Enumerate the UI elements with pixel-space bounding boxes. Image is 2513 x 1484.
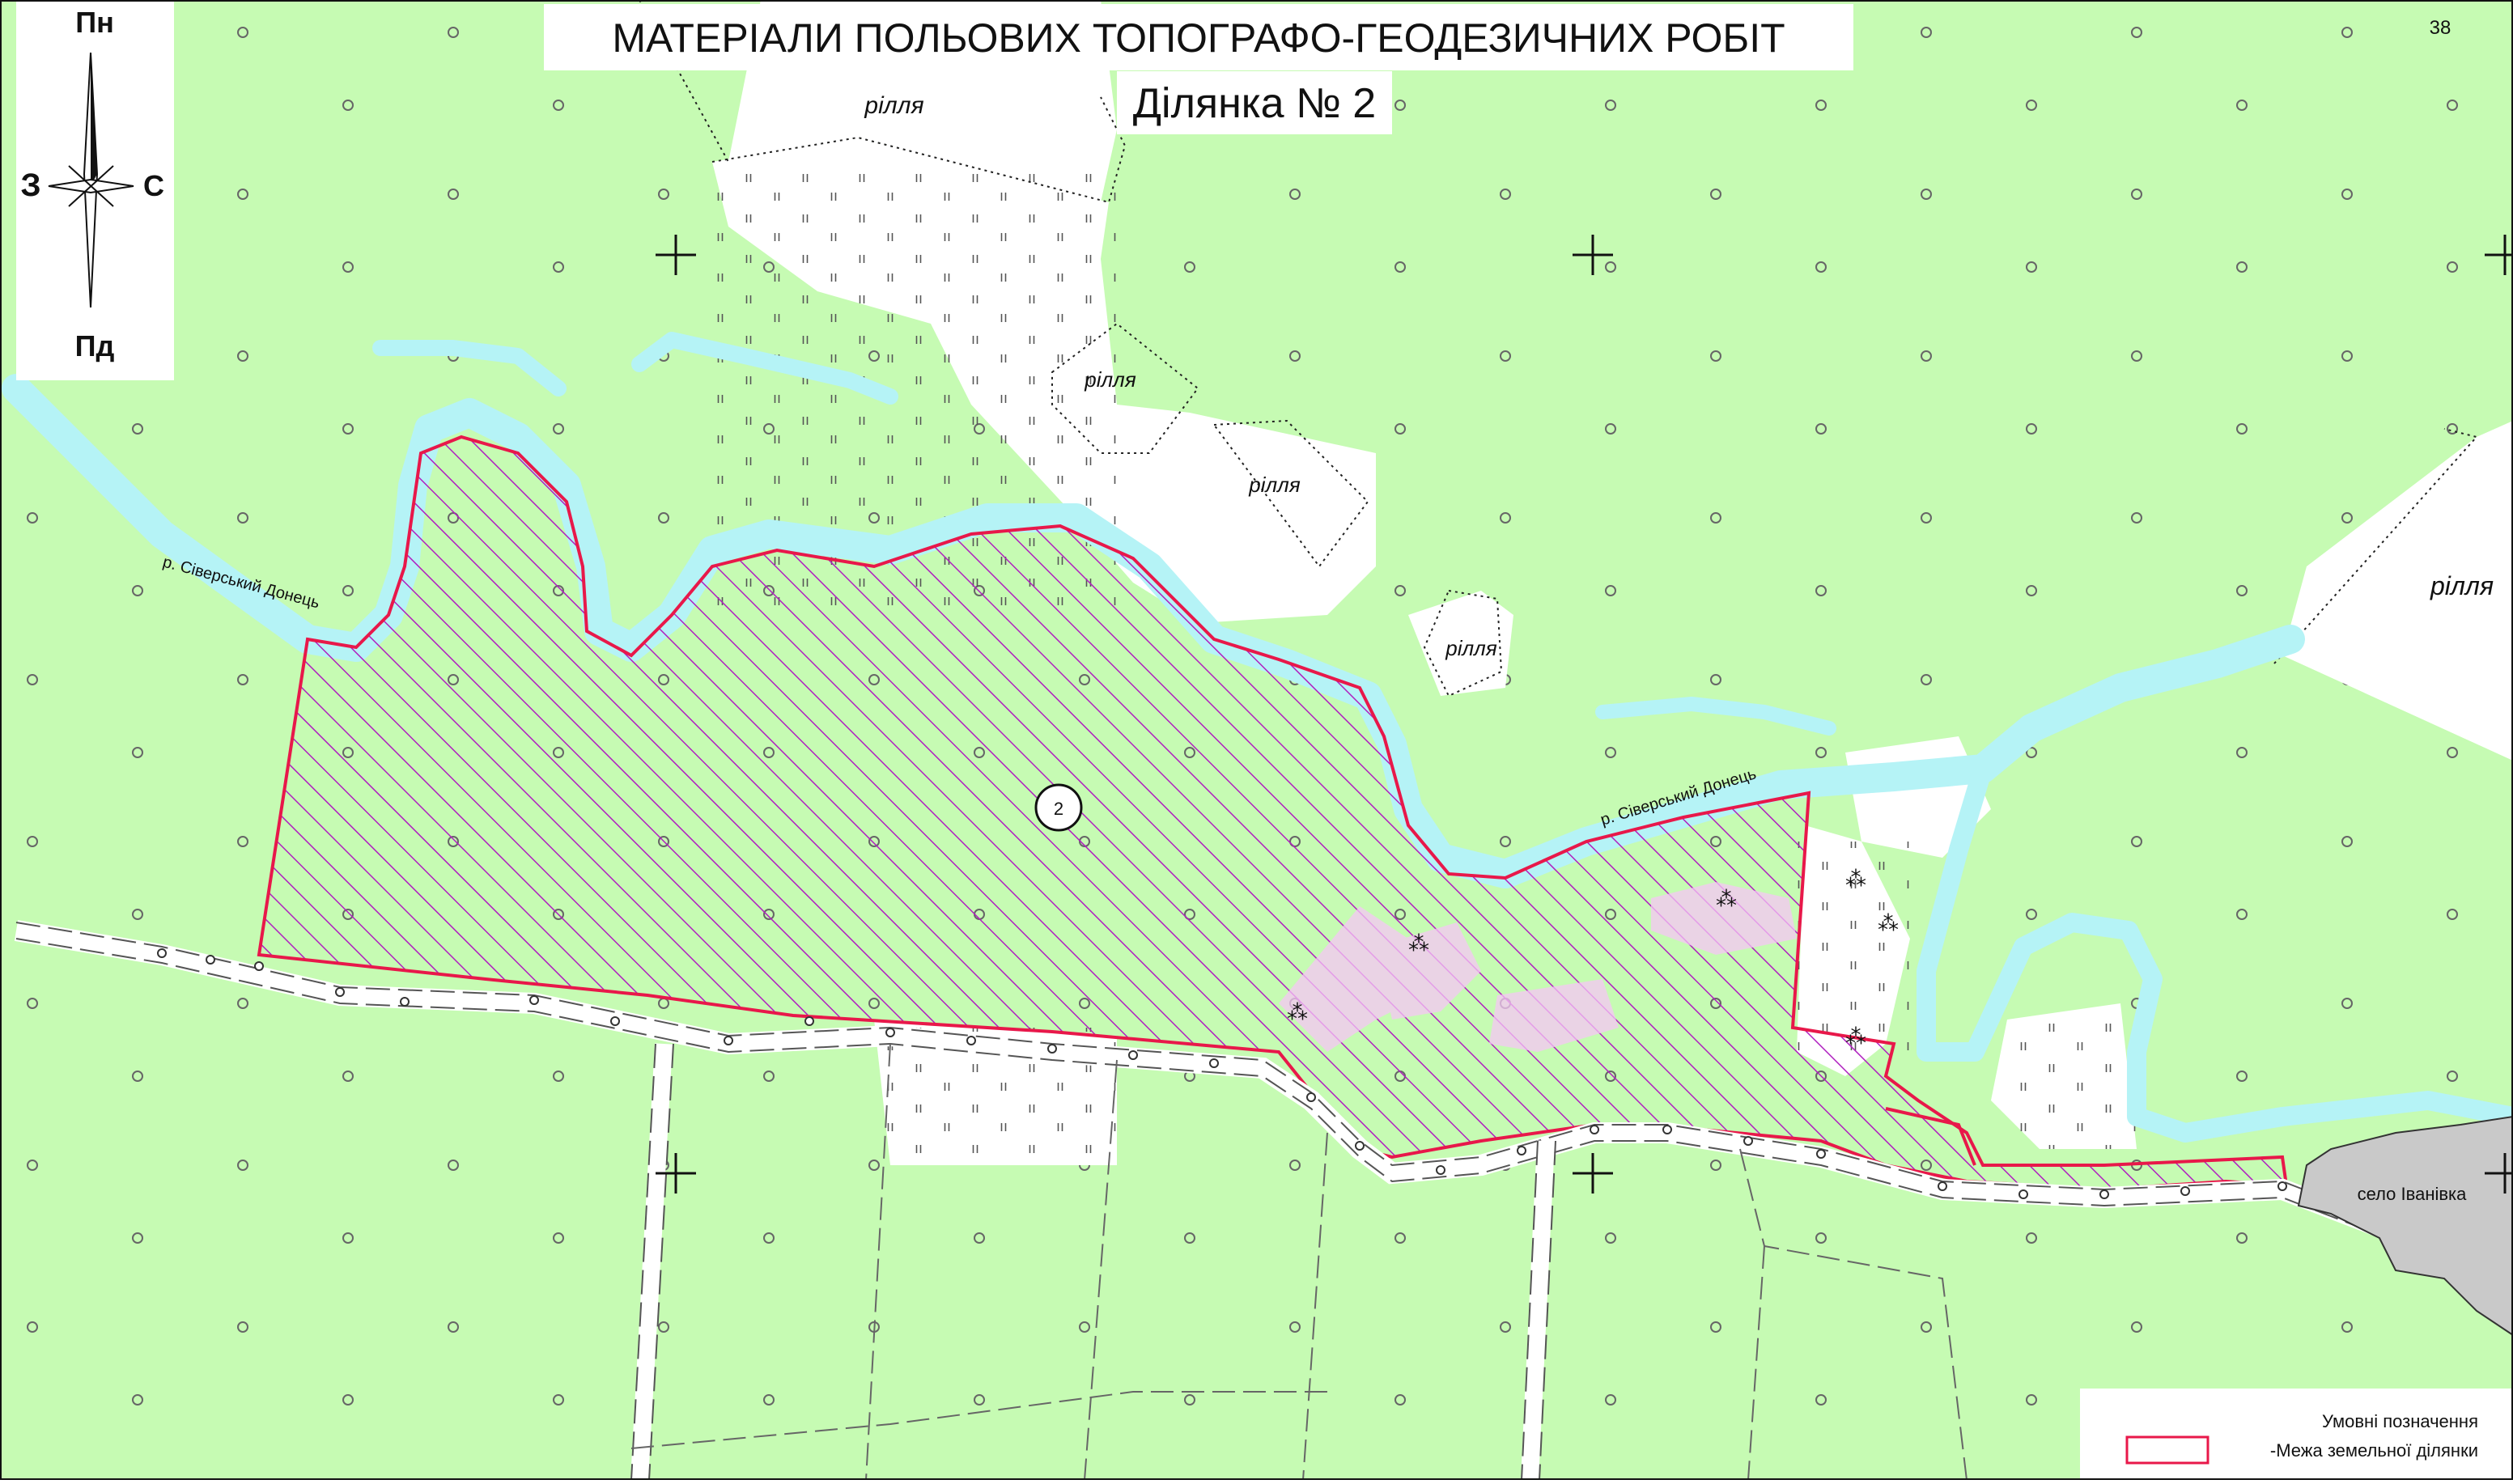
wetland-patches <box>1279 882 1797 1052</box>
compass-west: З <box>20 167 40 203</box>
survey-points <box>157 948 2287 1199</box>
land-parcel-boundary <box>257 435 2289 1192</box>
arable-ticks-c <box>1797 842 1910 1052</box>
svg-text:⁂: ⁂ <box>1845 1024 1866 1049</box>
arable-field-outlines <box>639 0 2478 697</box>
label-arable-4: рілля <box>1445 636 1497 660</box>
svg-text:⁂: ⁂ <box>1287 1000 1308 1024</box>
label-arable-2: рілля <box>1084 367 1136 392</box>
compass-east: С <box>143 169 164 202</box>
village-area <box>2297 1115 2513 1337</box>
svg-text:⁂: ⁂ <box>1408 931 1429 956</box>
label-arable-5: рілля <box>2430 571 2494 600</box>
label-arable-3: рілля <box>1248 473 1301 497</box>
svg-text:⁂: ⁂ <box>1716 887 1737 911</box>
parcel-number: 2 <box>1054 799 1063 819</box>
parcel-inner-step <box>1885 1107 1976 1166</box>
arable-areas <box>712 0 2513 1165</box>
legend-title: Умовні позначення <box>2322 1411 2478 1431</box>
compass-north: Пн <box>75 6 114 39</box>
map-subtitle: Ділянка № 2 <box>1133 80 1376 127</box>
roads <box>14 920 2513 1481</box>
legend-boundary-label: -Межа земельної ділянки <box>2270 1440 2478 1461</box>
label-village: село Іванівка <box>2358 1184 2468 1204</box>
legend-boundary-swatch <box>2125 1435 2209 1465</box>
legend: Умовні позначення -Межа земельної ділянк… <box>2080 1389 2513 1480</box>
label-arable-1: рілля <box>864 92 923 119</box>
compass-rose: Пн Пд З С <box>16 0 174 380</box>
arable-area-east <box>2282 421 2513 761</box>
svg-text:⁂: ⁂ <box>1845 867 1866 891</box>
title-box <box>544 4 1853 70</box>
compass-south: Пд <box>75 329 115 363</box>
arable-area-center <box>1408 591 1513 696</box>
arable-ticks-d <box>2007 1020 2137 1149</box>
map-title: МАТЕРІАЛИ ПОЛЬОВИХ ТОПОГРАФО-ГЕОДЕЗИЧНИХ… <box>612 15 1785 61</box>
parcel-number-marker: 2 <box>1034 783 1083 832</box>
page-number: 38 <box>2430 17 2451 39</box>
svg-text:⁂: ⁂ <box>1878 911 1899 935</box>
river-severskyi-donets <box>2 332 2513 1143</box>
grid-crosses <box>656 235 2513 1194</box>
shrub-symbols: ⁂ ⁂ ⁂ ⁂ ⁂ ⁂ <box>1287 867 1899 1049</box>
subtitle-box <box>1117 71 1392 134</box>
